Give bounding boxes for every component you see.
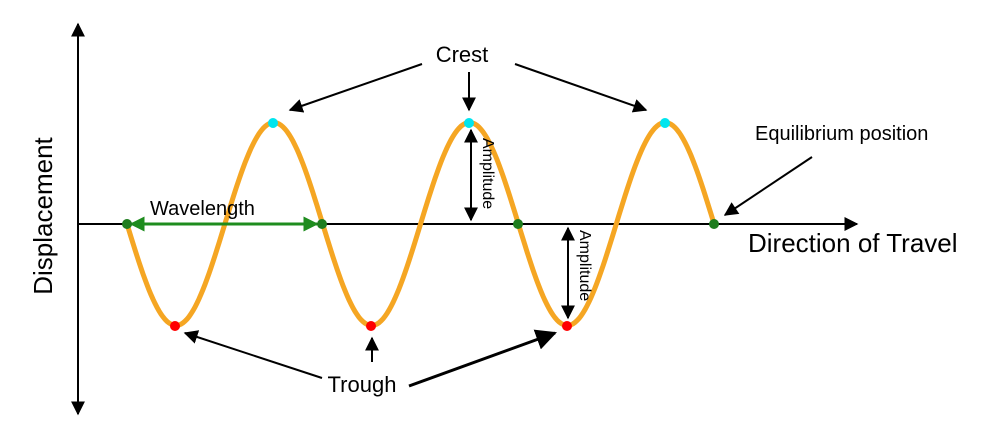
equilibrium-dot: [317, 219, 327, 229]
crest-dot: [268, 118, 278, 128]
crest-dot: [464, 118, 474, 128]
x-axis-label: Direction of Travel: [748, 228, 958, 258]
trough-pointer-right: [408, 329, 557, 388]
equilibrium-label: Equilibrium position: [755, 123, 928, 145]
crest-pointer-right: [514, 63, 648, 113]
y-axis-label: Displacement: [28, 136, 58, 294]
crest-dot: [660, 118, 670, 128]
equilibrium-dot: [513, 219, 523, 229]
crest-label: Crest: [436, 42, 489, 67]
trough-dot: [562, 321, 572, 331]
wave-points: [122, 118, 719, 331]
trough-pointer-left: [183, 330, 323, 379]
amplitude-label-lower: Amplitude: [576, 230, 593, 301]
trough-dot: [366, 321, 376, 331]
trough-dot: [170, 321, 180, 331]
equilibrium-dot: [709, 219, 719, 229]
wavelength-label: Wavelength: [150, 198, 255, 220]
trough-label: Trough: [328, 372, 397, 397]
equilibrium-dot: [122, 219, 132, 229]
amplitude-label-upper: Amplitude: [479, 138, 496, 209]
equilibrium-pointer: [723, 156, 813, 216]
crest-pointer-left: [288, 63, 423, 113]
